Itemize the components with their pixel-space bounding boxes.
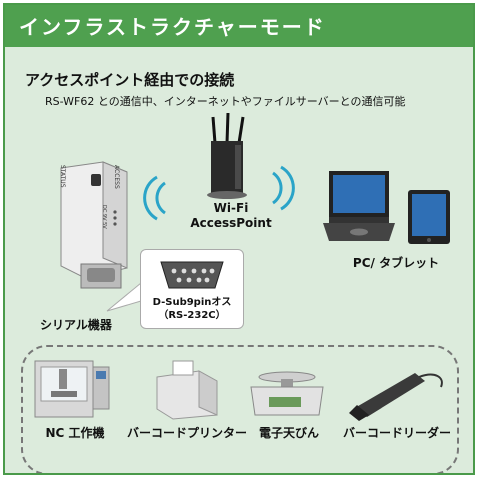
wifi-waves-left-icon [143, 175, 166, 221]
electronic-scale-label: 電子天びん [258, 426, 319, 440]
barcode-reader-icon [349, 373, 443, 421]
diagram-frame: インフラストラクチャーモード アクセスポイント経由での接続 RS-WF62 との… [3, 3, 475, 475]
barcode-printer-label: バーコードプリンター [127, 426, 248, 440]
electronic-scale-icon [250, 371, 324, 416]
access-point-label-line2: AccessPoint [190, 216, 272, 230]
tablet-icon [408, 190, 450, 244]
laptop-icon [323, 171, 395, 241]
wifi-waves-right-icon [272, 165, 295, 211]
adapter-dc-label: DC 9V 5V [101, 205, 107, 229]
serial-device-label: シリアル機器 [40, 318, 112, 332]
adapter-access-label: ACCESS [113, 165, 120, 189]
pc-tablet-label: PC/ タブレット [352, 256, 440, 270]
page-title: インフラストラクチャーモード [19, 15, 326, 39]
nc-machine-label: NC 工作機 [45, 426, 105, 440]
section-title: アクセスポイント経由での接続 [25, 71, 235, 89]
header-bar: インフラストラクチャーモード [5, 5, 473, 47]
connector-label-line2: （RS-232C） [158, 310, 226, 321]
wifi-adapter-device [60, 161, 128, 289]
nc-machine-icon [34, 360, 110, 418]
serial-devices-group [21, 345, 459, 473]
connector-label: D-Sub9pinオス （RS-232C） [141, 296, 243, 322]
section-description: RS-WF62 との通信中、インターネットやファイルサーバーとの通信可能 [45, 95, 406, 108]
barcode-reader-label: バーコードリーダー [342, 426, 451, 440]
router-icon [207, 112, 247, 199]
dsub9-connector-icon [160, 261, 224, 289]
adapter-status-label: STATUS [59, 165, 66, 188]
connector-callout: D-Sub9pinオス （RS-232C） [140, 249, 244, 329]
connector-label-line1: D-Sub9pinオス [152, 297, 232, 308]
access-point-label-line1: Wi-Fi [213, 201, 249, 215]
barcode-printer-icon [156, 360, 218, 420]
